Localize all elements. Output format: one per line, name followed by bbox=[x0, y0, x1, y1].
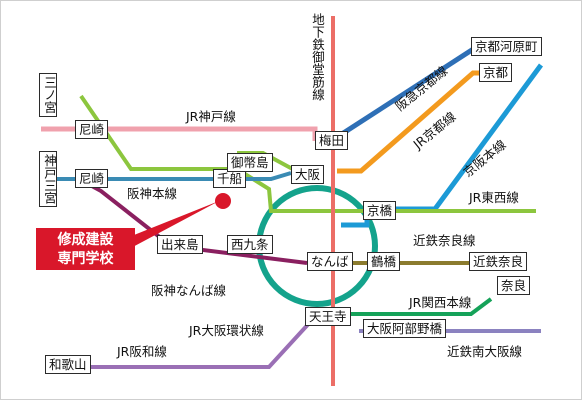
station-namba: なんば bbox=[307, 252, 353, 271]
label-jr-kansai: JR関西本線 bbox=[409, 295, 472, 310]
label-hanshin-main: 阪神本線 bbox=[127, 186, 178, 201]
school-label: 修成建設 専門学校 bbox=[36, 228, 135, 270]
station-osaka-abenobashi: 大阪阿部野橋 bbox=[363, 319, 447, 338]
station-nishikujo: 西九条 bbox=[227, 235, 273, 254]
label-jr-kobe: JR神戸線 bbox=[186, 109, 236, 124]
station-tennoji: 天王寺 bbox=[305, 307, 351, 326]
jr-kansai-line bbox=[337, 297, 493, 316]
station-dekijima: 出来島 bbox=[157, 235, 203, 254]
jr-hanwa-line bbox=[87, 317, 315, 369]
station-tsuruhashi: 鶴橋 bbox=[367, 252, 401, 271]
school-name-line2: 専門学校 bbox=[57, 251, 114, 267]
jr-loop-line bbox=[256, 185, 378, 307]
station-umeda: 梅田 bbox=[315, 131, 349, 150]
station-kobe-sannomiya: 神戸三宮 bbox=[39, 151, 57, 207]
label-kintetsu-minami: 近鉄南大阪線 bbox=[447, 344, 523, 359]
hankyu-kyoto-line bbox=[329, 43, 480, 144]
school-name-line1: 修成建設 bbox=[57, 232, 114, 248]
station-sannomiya-jr: 三ノ宮 bbox=[39, 73, 57, 117]
label-jr-hanwa: JR阪和線 bbox=[117, 344, 167, 359]
station-amagasaki-hanshin: 尼崎 bbox=[75, 169, 109, 188]
station-kintetsu-nara: 近鉄奈良 bbox=[469, 252, 528, 271]
hanshin-main-line bbox=[43, 171, 292, 181]
station-nara: 奈良 bbox=[497, 276, 531, 295]
jr-kyoto-line bbox=[337, 70, 483, 174]
station-kyoto: 京都 bbox=[479, 63, 513, 82]
school-location-dot bbox=[215, 193, 231, 209]
school-pointer bbox=[129, 201, 219, 249]
label-hanshin-namba: 阪神なんば線 bbox=[151, 283, 227, 298]
label-jr-tozai: JR東西線 bbox=[469, 190, 519, 205]
station-mitejima: 御幣島 bbox=[227, 153, 273, 172]
label-kintetsu-nara: 近鉄奈良線 bbox=[413, 233, 476, 248]
station-osaka: 大阪 bbox=[291, 165, 325, 184]
station-kyoto-kawaramachi: 京都河原町 bbox=[471, 37, 542, 56]
station-wakayama: 和歌山 bbox=[45, 355, 91, 374]
station-kyobashi: 京橋 bbox=[363, 201, 397, 220]
station-amagasaki-jr: 尼崎 bbox=[75, 120, 109, 139]
label-subway-midosuji: 地下鉄御堂筋線 bbox=[310, 13, 325, 101]
label-jr-loop: JR大阪環状線 bbox=[189, 323, 264, 338]
